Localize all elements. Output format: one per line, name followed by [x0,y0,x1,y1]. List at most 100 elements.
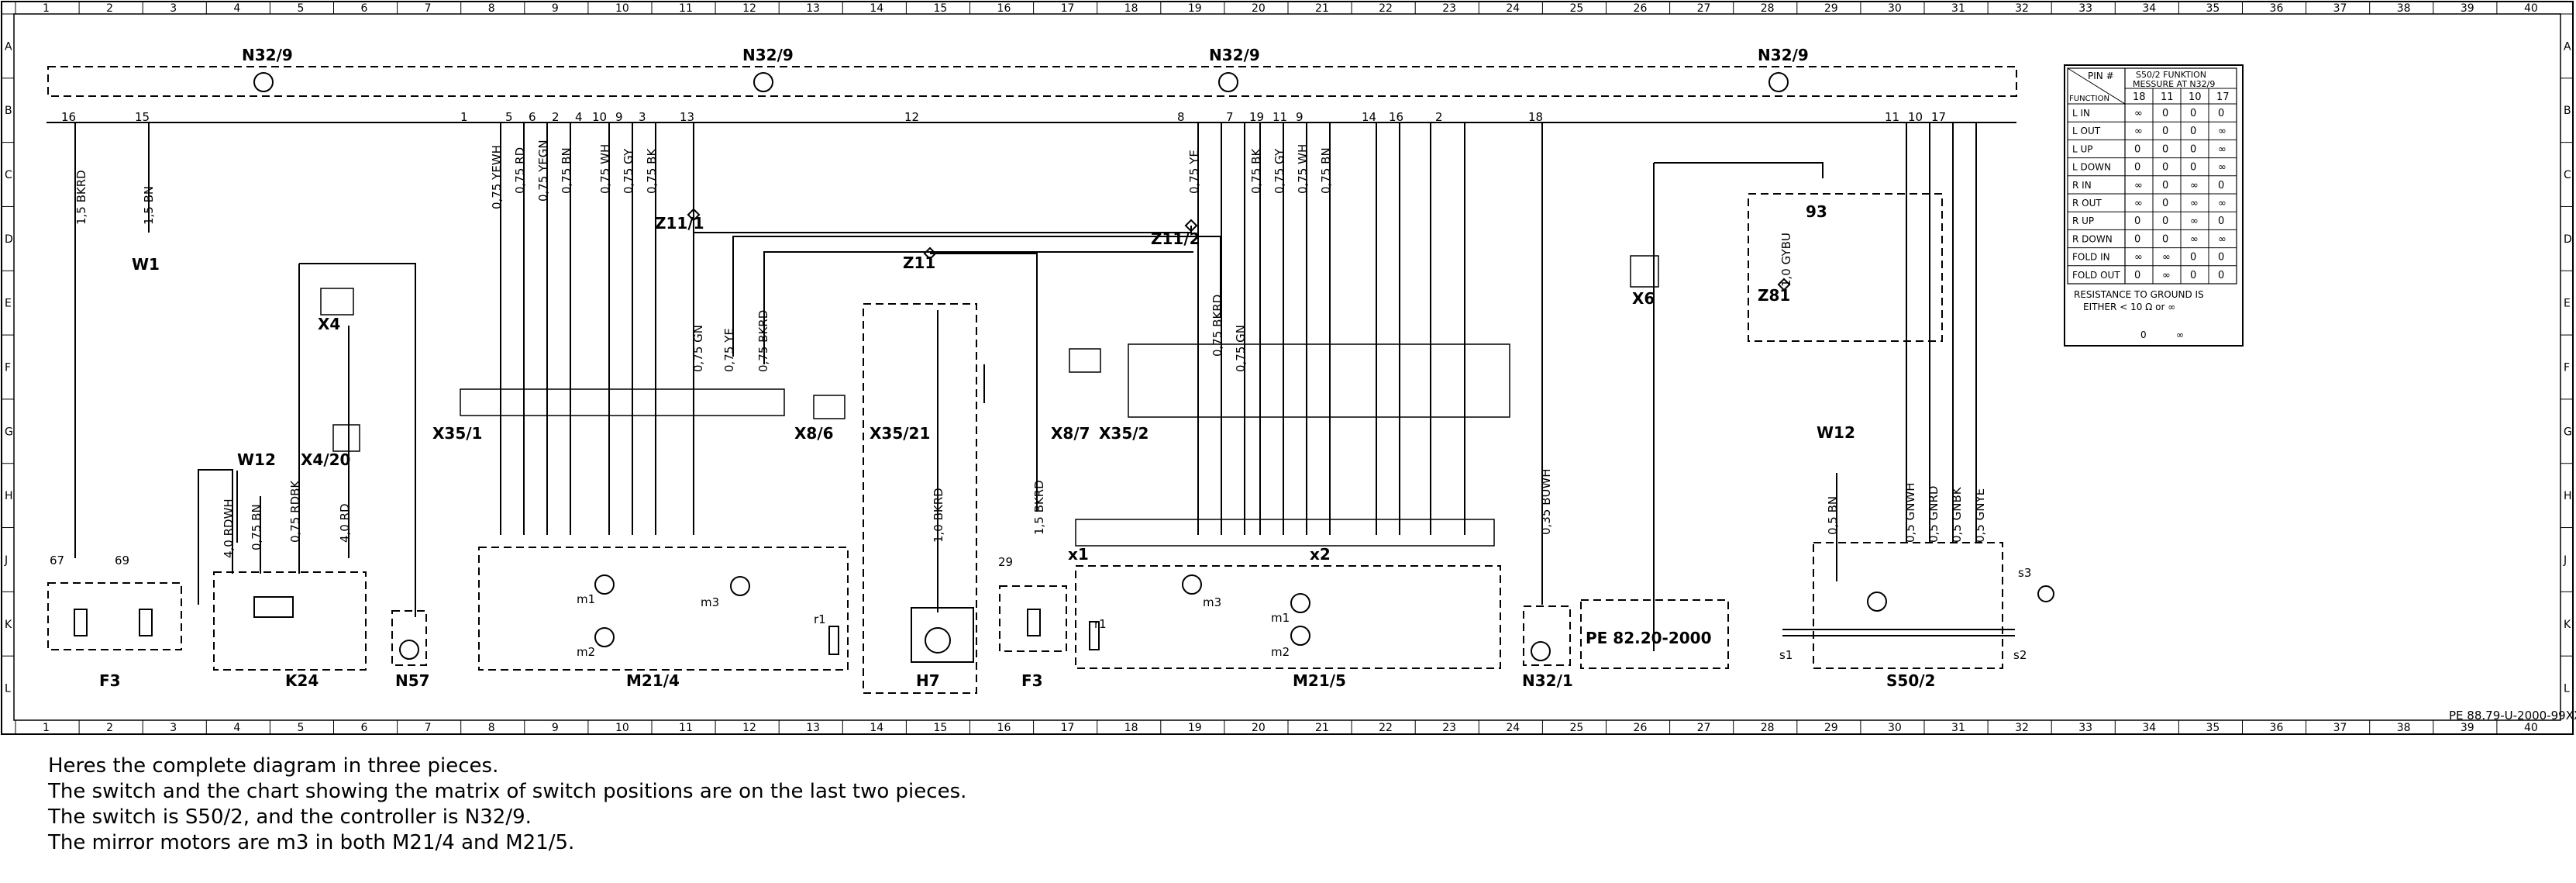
component-n32-1-box [1523,605,1571,666]
column-number: 19 [1188,2,1202,15]
table-cell: 0 [2134,233,2140,245]
row-letter: C [2564,169,2571,181]
wire [1654,162,1824,178]
wire-label: 0,5 BN [1826,496,1840,535]
table-cell: ∞ [2162,252,2171,264]
column-number: 4 [233,2,240,15]
table-function: FOLD OUT [2072,270,2120,281]
column-number: 36 [2270,2,2284,15]
column-number: 24 [1506,722,1520,734]
wire-label-group: 1,5 BKRD 1,5 BN 0,75 YEWH 0,75 RD 0,75 Y… [74,140,1987,558]
table-function: R DOWN [2072,233,2113,244]
column-number: 32 [2015,722,2029,734]
fuse-symbol [74,609,88,636]
row-letter: L [5,683,11,695]
table-cell: ∞ [2218,162,2226,174]
row-letter: B [2564,105,2571,117]
pin-number: 11 [1273,110,1287,124]
component-label: H7 [916,671,940,690]
column-number: 30 [1888,722,1902,734]
column-number: 19 [1188,722,1202,734]
column-number: 17 [1061,2,1075,15]
column-number: 31 [1951,2,1965,15]
table-cell: 0 [2162,126,2168,137]
transistor-symbol [253,72,1789,92]
diagram-frame [1,1,2574,735]
splice-wire [732,236,1221,357]
switch-label: s1 [1779,648,1793,662]
table-cell: 0 [2162,216,2168,227]
table-function: L DOWN [2072,162,2111,173]
mirror-assembly-m21-5 [1075,565,1501,669]
motor-label: m1 [577,592,595,606]
pin-number: 2 [1435,110,1443,124]
switch-label: s2 [2013,648,2027,662]
column-number: 12 [742,2,756,15]
pin-number: 13 [680,110,694,124]
wire-label: 0,75 BN [560,147,573,194]
table-measure-title: MESSURE AT N32/9 [2133,79,2215,89]
relay-box-k24 [213,571,367,671]
connector-x35-1 [460,388,785,416]
column-number: 4 [233,722,240,734]
motor-label: m2 [1271,645,1290,659]
sensor-symbol [399,640,419,660]
note-line: The switch is S50/2, and the controller … [48,805,532,829]
row-letter: J [4,554,8,567]
wire-label: 1,5 BN [142,186,156,225]
wire-runs [74,122,1977,651]
column-number: 27 [1697,2,1711,15]
pin-number: 8 [1177,110,1185,124]
wire-label: 0,75 WH [598,144,612,194]
table-note: 0 [2140,329,2147,340]
table-cell: 0 [2162,108,2168,119]
connector-x35-21-box [863,303,977,694]
table-function: L OUT [2072,126,2101,136]
column-number: 3 [170,2,177,15]
column-number: 33 [2078,722,2092,734]
pin-number: 10 [1908,110,1923,124]
connector-93-box [1748,193,1943,342]
splice-label: Z11 [903,254,935,272]
column-number: 18 [1124,2,1138,15]
table-cell: 0 [2190,126,2196,137]
table-function: FOLD IN [2072,252,2110,263]
fuse-label: 29 [998,555,1013,569]
connector-x6 [1630,255,1659,288]
controller-n32-9-box [47,66,2017,97]
row-letter: H [2564,490,2572,502]
pin-number: 5 [505,110,513,124]
table-pin-header: 10 [2189,91,2202,103]
table-cell: 0 [2162,233,2168,245]
wire-label: 0,75 BKRD [1211,295,1224,357]
column-number: 14 [870,2,883,15]
wire-label: 0,75 GY [622,148,635,194]
wire-label: 0,75 BK [1249,148,1263,194]
pin-number: 18 [1528,110,1543,124]
diagram-inner-frame [13,13,2561,721]
mirror-assembly-m21-4 [478,547,849,671]
table-cell: 0 [2190,143,2196,155]
column-number: 1 [43,722,50,734]
table-cell: ∞ [2218,143,2226,155]
column-number: 17 [1061,722,1075,734]
row-letter: G [2564,426,2572,438]
pin-number: 11 [1885,110,1899,124]
table-cell: 0 [2162,143,2168,155]
pin-number: 7 [1226,110,1234,124]
wire-label: 1,5 BKRD [1032,480,1046,535]
column-number: 35 [2206,2,2220,15]
pin-number: 15 [135,110,150,124]
connector-x1-x2 [1075,519,1495,547]
wire-label: 0,75 RDBK [288,480,302,543]
pin-number: 2 [552,110,560,124]
column-number: 21 [1315,2,1329,15]
pin-number: 1 [460,110,468,124]
table-cell: 0 [2162,198,2168,209]
component-label: F3 [1021,671,1043,690]
pin-number: 9 [615,110,623,124]
table-cell: 0 [2162,162,2168,174]
switch-knob [2037,585,2054,602]
note-line: The mirror motors are m3 in both M21/4 a… [48,831,575,854]
column-number: 7 [425,2,432,15]
